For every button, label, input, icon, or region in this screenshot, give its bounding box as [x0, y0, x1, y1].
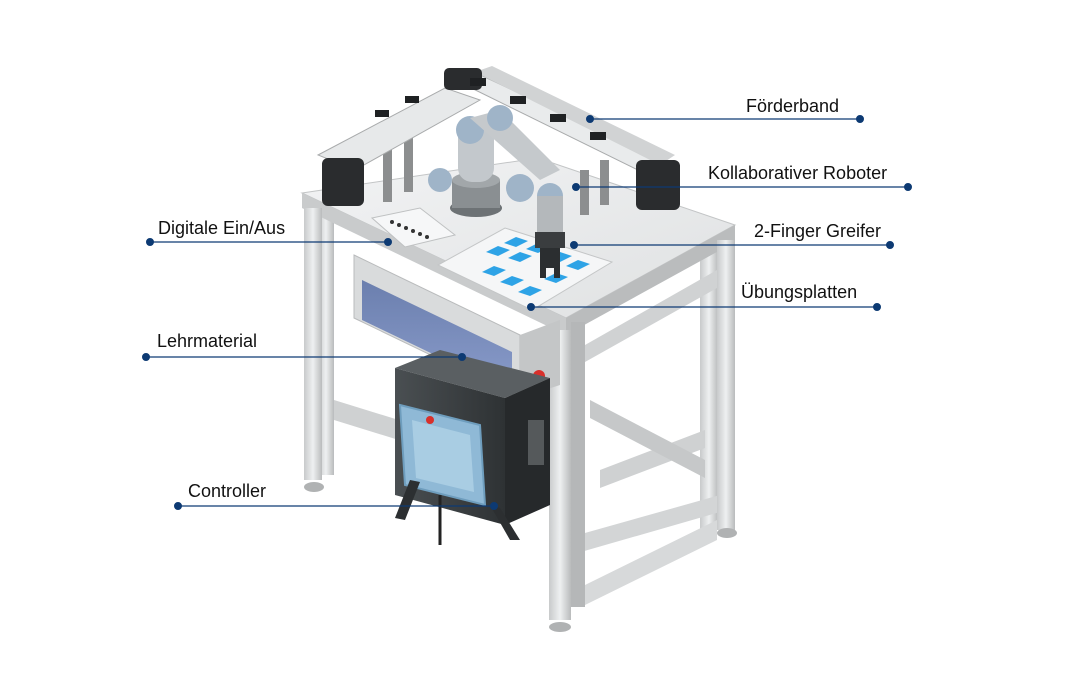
- label-controller: Controller: [188, 481, 267, 501]
- practice-plate: [436, 227, 614, 311]
- callout-foerderband: [586, 115, 864, 123]
- label-kollaborativer-roboter: Kollaborativer Roboter: [708, 163, 888, 183]
- label-digitale-ein-aus: Digitale Ein/Aus: [158, 218, 286, 238]
- label-uebungsplatten: Übungsplatten: [741, 282, 858, 302]
- label-lehrmaterial: Lehrmaterial: [157, 331, 258, 351]
- controller-cabinet: [395, 350, 550, 545]
- callout-uebungsplatten: [527, 303, 881, 311]
- callout-2-finger-greifer: [570, 241, 894, 249]
- callout-lehrmaterial: [142, 353, 466, 361]
- frame-front: [304, 208, 737, 632]
- io-panel: [370, 207, 457, 248]
- conveyor: [316, 66, 680, 215]
- callout-controller: [174, 502, 498, 510]
- callout-kollaborativer-roboter: [572, 183, 912, 191]
- label-foerderband: Förderband: [746, 96, 840, 116]
- callout-digitale-ein-aus: [146, 238, 392, 246]
- label-2-finger-greifer: 2-Finger Greifer: [754, 221, 882, 241]
- robot-arm: [428, 105, 565, 278]
